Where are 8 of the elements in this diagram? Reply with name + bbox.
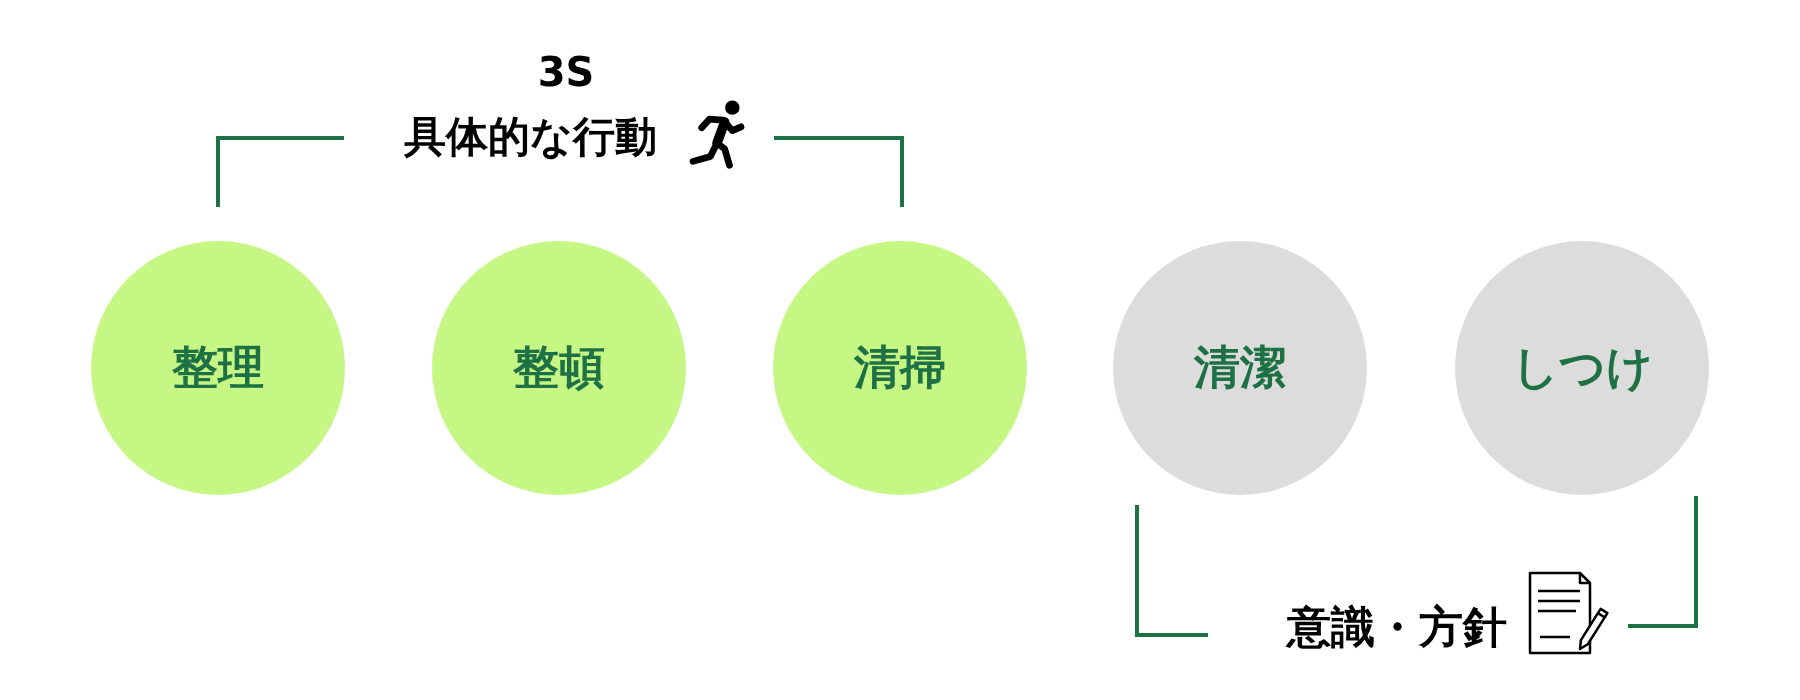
group-label: 具体的な行動 (402, 111, 658, 163)
step-label: 清潔 (1194, 339, 1286, 397)
step-label: 整理 (172, 339, 264, 397)
step-label: 清掃 (854, 339, 946, 397)
group-title: 3S (536, 48, 596, 97)
step-label: しつけ (1511, 339, 1653, 397)
step-label: 整頓 (513, 339, 605, 397)
group-label: 意識・方針 (1284, 600, 1508, 654)
